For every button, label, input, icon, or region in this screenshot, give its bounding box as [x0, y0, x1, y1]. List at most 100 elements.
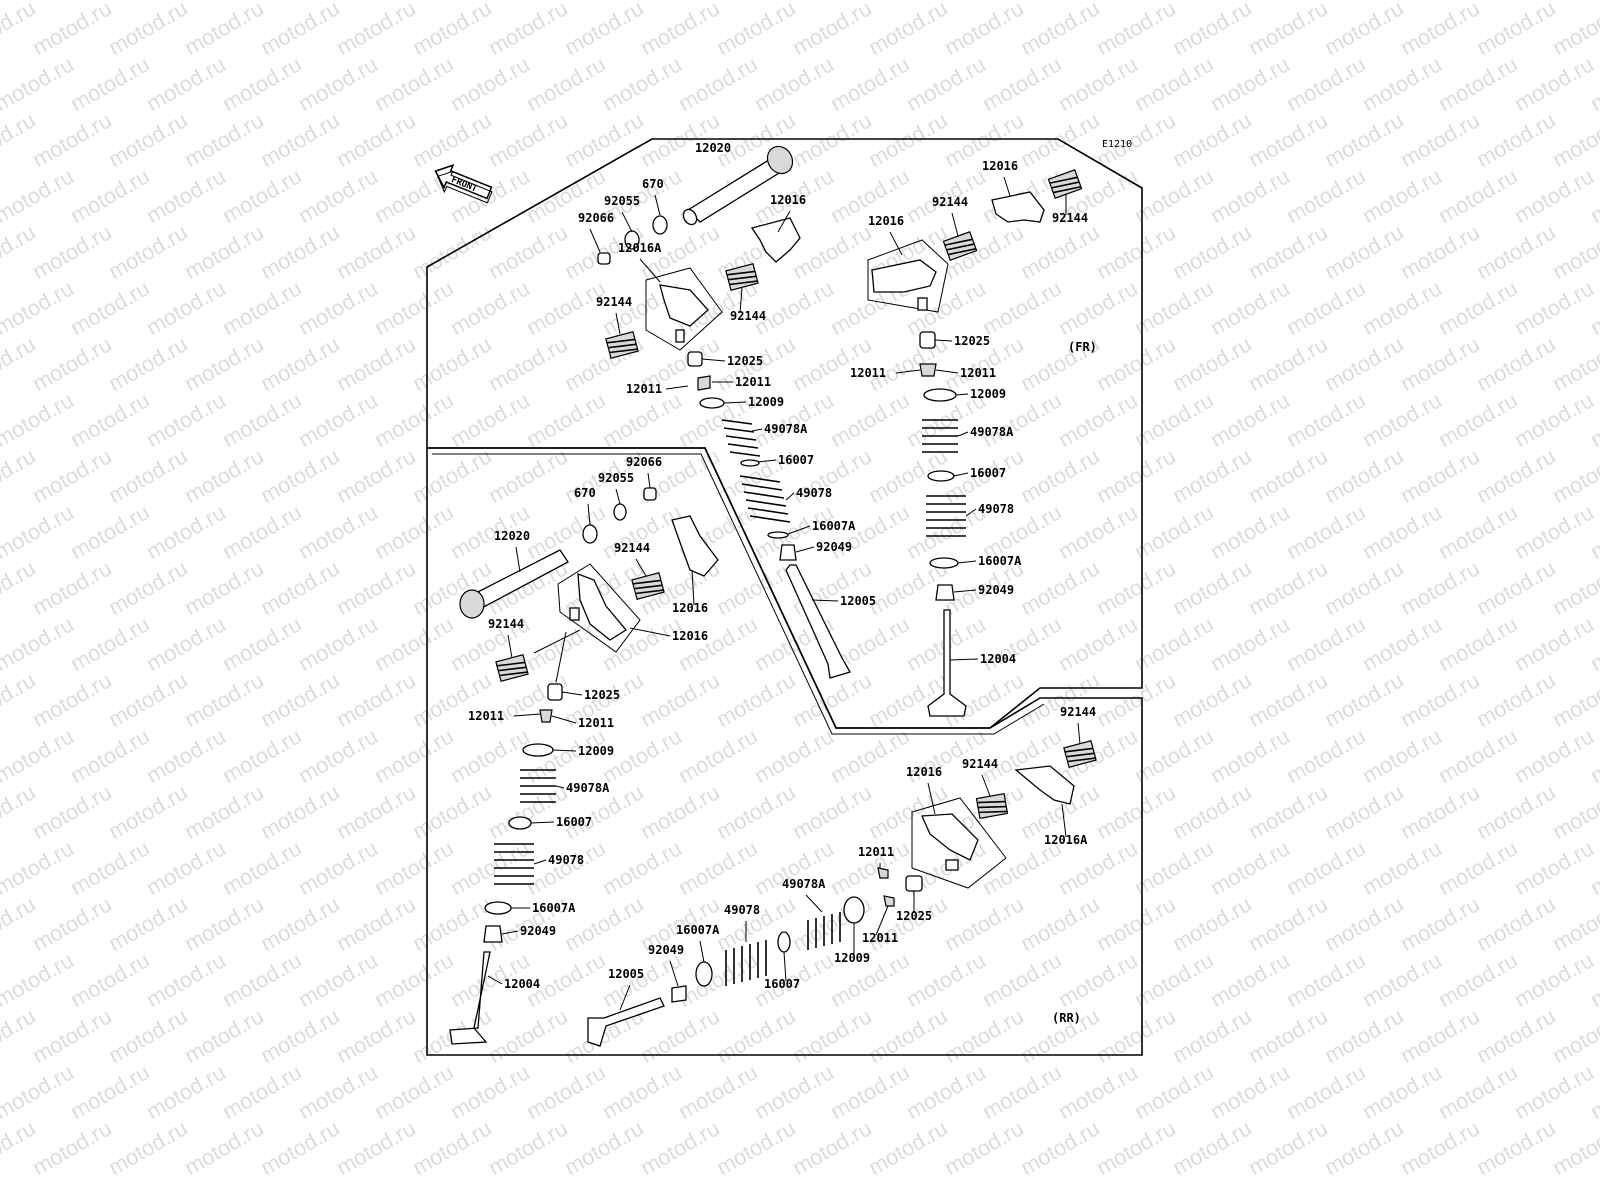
watermark-text: motod.ru [66, 723, 154, 788]
leader-line [639, 258, 661, 283]
watermark-text: motod.ru [180, 219, 268, 284]
labels-layer: 1202067092055920661201612016A92144921441… [468, 141, 1096, 1011]
watermark-text: motod.ru [1548, 1003, 1600, 1068]
watermark-text: motod.ru [712, 555, 800, 620]
rocker-arm-part [871, 259, 937, 293]
watermark-text: motod.ru [0, 499, 78, 564]
watermark-text: motod.ru [1434, 0, 1522, 4]
watermark-text: motod.ru [256, 891, 344, 956]
watermark-text: motod.ru [674, 51, 762, 116]
watermark-text: motod.ru [902, 1059, 990, 1124]
seal-part [779, 544, 797, 561]
watermark-text: motod.ru [66, 163, 154, 228]
watermark-text: motod.ru [1206, 0, 1294, 4]
rocker-shaft-part [682, 145, 794, 226]
watermark-text: motod.ru [636, 667, 724, 732]
leader-line [1061, 803, 1067, 838]
watermark-text: motod.ru [1282, 0, 1370, 4]
watermark-text: motod.ru [218, 611, 306, 676]
watermark-text: motod.ru [1320, 779, 1408, 844]
watermark-text: motod.ru [1434, 387, 1522, 452]
assembly-line [533, 629, 581, 654]
rocker-arm-part [577, 573, 627, 641]
watermark-text: motod.ru [560, 107, 648, 172]
watermark-text: motod.ru [1168, 555, 1256, 620]
watermark-text: motod.ru [104, 667, 192, 732]
watermark-text: motod.ru [940, 891, 1028, 956]
leader-line [619, 984, 631, 1011]
watermark-text: motod.ru [142, 1059, 230, 1124]
leader-line [635, 558, 647, 577]
watermark-text: motod.ru [446, 51, 534, 116]
leader-line [629, 627, 671, 637]
rocker-pin-part [917, 297, 928, 311]
watermark-text: motod.ru [332, 891, 420, 956]
watermark-text: motod.ru [0, 1059, 78, 1124]
watermark-text: motod.ru [1396, 667, 1484, 732]
watermark-text: motod.ru [902, 947, 990, 1012]
seat-part [927, 470, 955, 482]
part-number-label: 16007 [556, 815, 592, 829]
watermark-text: motod.ru [598, 51, 686, 116]
watermark-text: motod.ru [294, 723, 382, 788]
part-number-label: 12011 [858, 845, 894, 859]
watermark-text: motod.ru [1358, 723, 1446, 788]
watermark-text: motod.ru [902, 0, 990, 4]
watermark-text: motod.ru [940, 0, 1028, 60]
watermark-text: motod.ru [1016, 555, 1104, 620]
part-number-label: 16007A [532, 901, 576, 915]
seal-part [483, 925, 503, 943]
leader-line [533, 859, 547, 865]
watermark-text: motod.ru [1510, 1059, 1598, 1124]
part-number-label: 12011 [735, 375, 771, 389]
watermark-text: motod.ru [142, 835, 230, 900]
watermark-text: motod.ru [1206, 835, 1294, 900]
watermark-text: motod.ru [864, 891, 952, 956]
watermark-text: motod.ru [256, 779, 344, 844]
seat-part [508, 816, 532, 830]
watermark-text: motod.ru [218, 51, 306, 116]
watermark-text: motod.ru [1548, 219, 1600, 284]
watermark-text: motod.ru [332, 443, 420, 508]
spring-part [605, 330, 639, 360]
part-number-label: 12025 [896, 909, 932, 923]
part-number-label: 12009 [578, 744, 614, 758]
part-number-label: 12025 [584, 688, 620, 702]
keeper-part [877, 867, 889, 879]
watermark-text: motod.ru [1548, 107, 1600, 172]
watermark-text: motod.ru [408, 0, 496, 60]
retainer-part [843, 896, 865, 924]
watermark-text: motod.ru [1130, 163, 1218, 228]
part-number-label: 12016 [770, 193, 806, 207]
watermark-text: motod.ru [1054, 387, 1142, 452]
seal-part [671, 985, 687, 1003]
watermark-text: motod.ru [1510, 499, 1598, 564]
watermark-text: motod.ru [1510, 611, 1598, 676]
watermark-text: motod.ru [1282, 611, 1370, 676]
part-number-label: 12009 [970, 387, 1006, 401]
leader-line [723, 401, 747, 404]
part-number-label: 12011 [626, 382, 662, 396]
watermark-text: motod.ru [218, 1059, 306, 1124]
watermark-text: motod.ru [142, 947, 230, 1012]
watermark-text: motod.ru [28, 1003, 116, 1068]
leader-line [953, 589, 977, 593]
watermark-text: motod.ru [940, 1115, 1028, 1180]
watermark-text: motod.ru [66, 947, 154, 1012]
watermark-text: motod.ru [788, 219, 876, 284]
watermark-text: motod.ru [1130, 0, 1218, 4]
watermark-text: motod.ru [294, 275, 382, 340]
watermark-text: motod.ru [370, 947, 458, 1012]
watermark-text: motod.ru [484, 1115, 572, 1180]
watermark-text: motod.ru [1396, 107, 1484, 172]
watermark-text: motod.ru [1282, 723, 1370, 788]
seat-part [929, 557, 959, 569]
watermark-text: motod.ru [1092, 891, 1180, 956]
watermark-text: motod.ru [142, 387, 230, 452]
watermark-text: motod.ru [332, 331, 420, 396]
watermark-text: motod.ru [294, 947, 382, 1012]
part-number-label: 92144 [730, 309, 766, 323]
part-number-label: 92055 [604, 194, 640, 208]
watermark-text: motod.ru [446, 387, 534, 452]
watermark-text: motod.ru [104, 555, 192, 620]
